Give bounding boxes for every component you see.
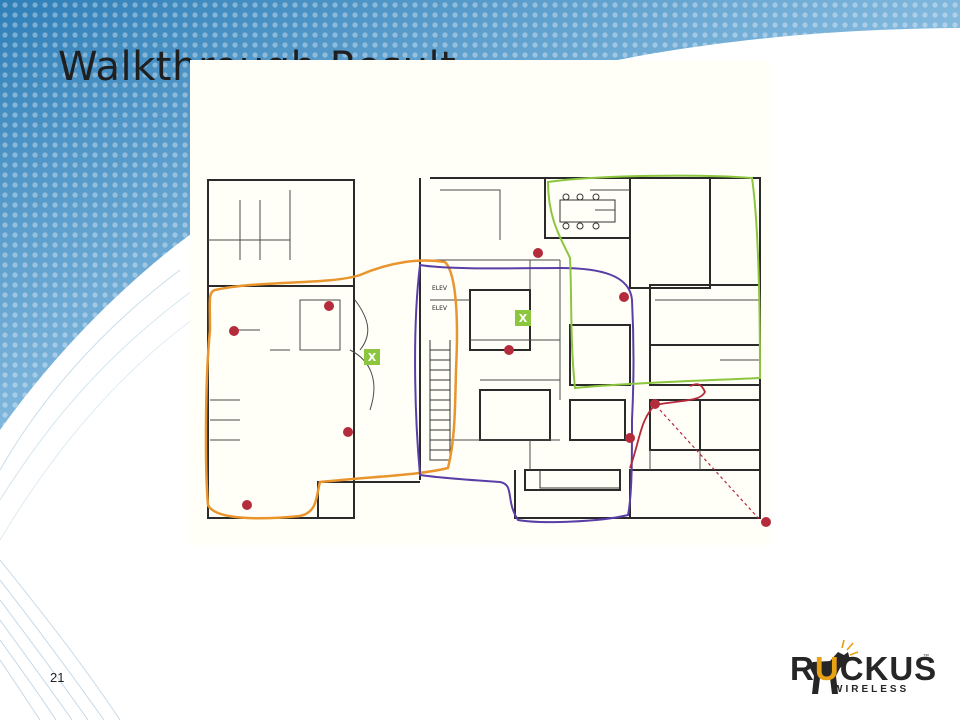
ruckus-dog-logo-icon	[806, 639, 859, 694]
path-red-dashed	[659, 409, 761, 521]
path-green	[546, 174, 762, 390]
survey-point	[343, 427, 353, 437]
path-red	[629, 383, 706, 469]
path-purple	[414, 263, 635, 524]
access-point-marker-1: X	[364, 349, 380, 365]
svg-text:X: X	[368, 351, 377, 364]
trademark-symbol: ™	[923, 654, 929, 660]
survey-point	[619, 292, 629, 302]
access-point-marker-2: X	[515, 310, 531, 326]
building-walls	[207, 177, 761, 519]
survey-point	[229, 326, 239, 336]
elevator-label-2: ELEV	[432, 305, 448, 312]
staircase	[429, 340, 451, 461]
page-number: 21	[50, 670, 65, 685]
survey-point	[533, 248, 543, 258]
survey-point	[761, 517, 771, 527]
floor-plan-diagram: ELEV ELEV X X	[204, 174, 771, 527]
survey-point	[504, 345, 514, 355]
survey-point	[324, 301, 334, 311]
conference-tables	[539, 193, 621, 489]
survey-point	[650, 399, 660, 409]
elevator-label-1: ELEV	[432, 285, 448, 292]
survey-point	[625, 433, 635, 443]
path-orange	[204, 259, 459, 520]
svg-text:X: X	[519, 312, 528, 325]
survey-point-markers	[229, 248, 771, 527]
ruckus-brand-subtitle: WIRELESS	[833, 684, 910, 695]
floor-plan-panel	[190, 60, 770, 545]
survey-point	[242, 500, 252, 510]
interior-walls	[208, 189, 760, 470]
ruckus-brand-wordmark: RUCKUS	[790, 650, 938, 687]
